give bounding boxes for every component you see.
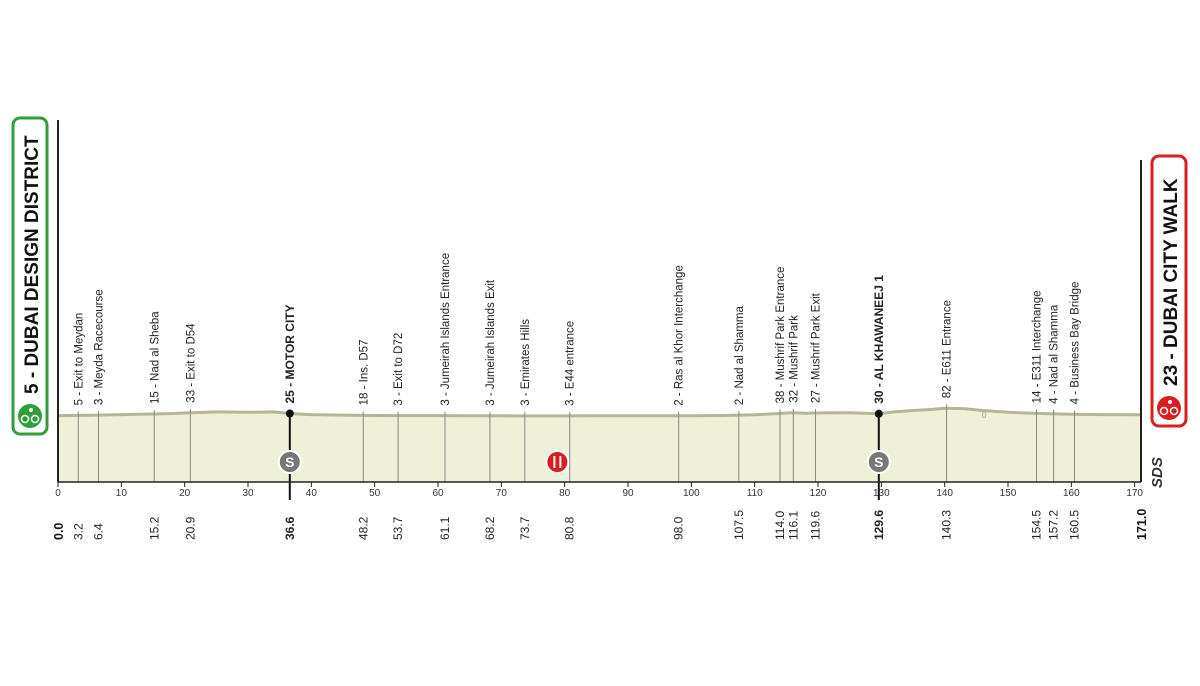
cyclist-icon <box>18 404 42 428</box>
feed-zone-icon-circle <box>545 450 570 474</box>
waypoint-label: 32 - Mushrif Park <box>788 315 800 403</box>
sprint-icon-symbol: S <box>285 454 294 470</box>
waypoint-label: 4 - Nad al Shamma <box>1049 304 1061 404</box>
start-km: 0.0 <box>52 523 66 540</box>
waypoint-km: 6.4 <box>92 523 106 540</box>
waypoint-label: 3 - Emirates Hills <box>520 319 532 406</box>
x-tick-label: 80 <box>559 488 571 499</box>
x-tick-label: 120 <box>810 488 827 499</box>
x-tick-label: 20 <box>179 488 191 499</box>
x-tick-label: 130 <box>873 488 890 499</box>
waypoint-km: 154.5 <box>1030 510 1044 540</box>
x-tick-label: 60 <box>432 488 444 499</box>
waypoint-label: 82 - E611 Entrance <box>942 300 954 398</box>
waypoint-label: 3 - Jumeirah Islands Entrance <box>440 253 452 406</box>
x-tick-label: 140 <box>936 488 953 499</box>
profile-layer <box>57 406 1142 482</box>
cyclist-icon-wheel <box>1159 406 1169 416</box>
x-tick-label: 10 <box>116 488 128 499</box>
waypoint-km: 119.6 <box>808 511 822 540</box>
waypoint-label-major: 30 - AL KHAWANEEJ 1 <box>872 275 886 404</box>
waypoint-km: 114.0 <box>773 511 787 540</box>
axis-layer: 0 10 20 30 40 50 60 70 80 90 100 110 120 130 140 150 160… <box>52 120 1149 540</box>
cyclist-icon <box>1157 396 1181 420</box>
waypoint-dot <box>285 409 294 418</box>
waypoint-label: 3 - Meyda Racecourse <box>94 289 106 405</box>
finish-box <box>1150 154 1188 428</box>
start-finish-layer: 5 - DUBAI DESIGN DISTRICT 23 - DUBAI CITY… <box>11 116 1188 436</box>
feed-zone-icon <box>545 450 570 474</box>
cyclist-icon-wheel <box>20 414 30 424</box>
waypoint-label: 15 - Nad al Sheba <box>149 311 161 404</box>
waypoint-label: 33 - Exit to D54 <box>185 323 197 403</box>
waypoint-km: 48.2 <box>356 516 370 540</box>
sprint-icon: S <box>277 450 302 474</box>
waypoint-km: 107.5 <box>732 510 746 540</box>
x-tick-label: 100 <box>683 488 700 499</box>
finish-km: 171.0 <box>1135 509 1149 540</box>
waypoint-label: 3 - E44 entrance <box>565 321 577 406</box>
sds-logo: SDS <box>1149 457 1166 488</box>
waypoint-label: 18 - Ins. D57 <box>358 340 370 406</box>
cyclist-icon-bg <box>1157 396 1181 420</box>
x-tick-label: 0 <box>55 488 61 499</box>
profile-line <box>57 406 1142 418</box>
waypoint-layer: 5 - Exit to Meydan 3.2 3 - Meyda Racecours… <box>71 253 1081 540</box>
waypoint-km: 3.2 <box>71 523 85 540</box>
waypoint-km: 157.2 <box>1047 510 1061 540</box>
x-tick-label: 150 <box>1000 488 1017 499</box>
x-tick-label: 30 <box>242 488 254 499</box>
cyclist-icon-head <box>29 408 33 412</box>
sprint-icon-circle <box>866 450 891 474</box>
waypoint-km: 160.5 <box>1068 510 1082 540</box>
cyclist-icon-wheel <box>1169 406 1179 416</box>
waypoint-label: 5 - Exit to Meydan <box>73 313 85 406</box>
waypoint-km: 73.7 <box>518 516 532 540</box>
waypoint-km: 68.2 <box>483 516 497 540</box>
profile-annotation: 0 <box>982 410 987 420</box>
waypoint-km: 36.6 <box>283 516 297 540</box>
waypoint-label: 4 - Business Bay Bridge <box>1070 282 1082 405</box>
waypoint-label: 3 - Jumeirah Islands Exit <box>485 279 497 406</box>
x-tick-label: 50 <box>369 488 381 499</box>
waypoint-dot <box>874 409 883 418</box>
waypoint-km: 98.0 <box>672 516 686 540</box>
waypoint-km: 15.2 <box>147 516 161 540</box>
waypoint-label: 2 - Ras al Khor Interchange <box>674 265 686 406</box>
finish-label: 23 - DUBAI CITY WALK <box>1161 178 1182 386</box>
waypoint-km: 20.9 <box>183 516 197 540</box>
waypoint-label: 2 - Nad al Shamma <box>734 306 746 406</box>
start-box <box>11 116 49 436</box>
waypoint-label: 38 - Mushrif Park Entrance <box>775 267 787 404</box>
waypoint-km: 129.6 <box>872 510 886 540</box>
waypoint-km: 80.8 <box>563 516 577 540</box>
x-tick-label: 40 <box>306 488 318 499</box>
x-tick-label: 70 <box>496 488 508 499</box>
profile-area <box>58 408 1141 482</box>
x-tick-label: 90 <box>622 488 634 499</box>
sprint-icon: S <box>866 450 891 474</box>
waypoint-label: 3 - Exit to D72 <box>393 333 405 406</box>
sprint-icon-symbol: S <box>874 454 883 470</box>
start-label: 5 - DUBAI DESIGN DISTRICT <box>22 135 43 394</box>
cyclist-icon-head <box>1168 400 1172 404</box>
sprint-icon-circle <box>277 450 302 474</box>
waypoint-label-major: 25 - MOTOR CITY <box>283 304 297 403</box>
x-tick-label: 110 <box>747 488 763 499</box>
waypoint-label: 27 - Mushrif Park Exit <box>810 292 822 403</box>
waypoint-label: 14 - E311 Interchange <box>1032 290 1044 403</box>
waypoint-km: 116.1 <box>786 511 800 540</box>
cyclist-icon-bg <box>18 404 42 428</box>
waypoint-km: 61.1 <box>438 516 452 540</box>
x-tick-label: 170 <box>1126 488 1143 499</box>
waypoint-km: 140.3 <box>940 510 954 540</box>
x-tick-label: 160 <box>1063 488 1080 499</box>
waypoint-km: 53.7 <box>391 516 405 540</box>
cyclist-icon-wheel <box>30 414 40 424</box>
